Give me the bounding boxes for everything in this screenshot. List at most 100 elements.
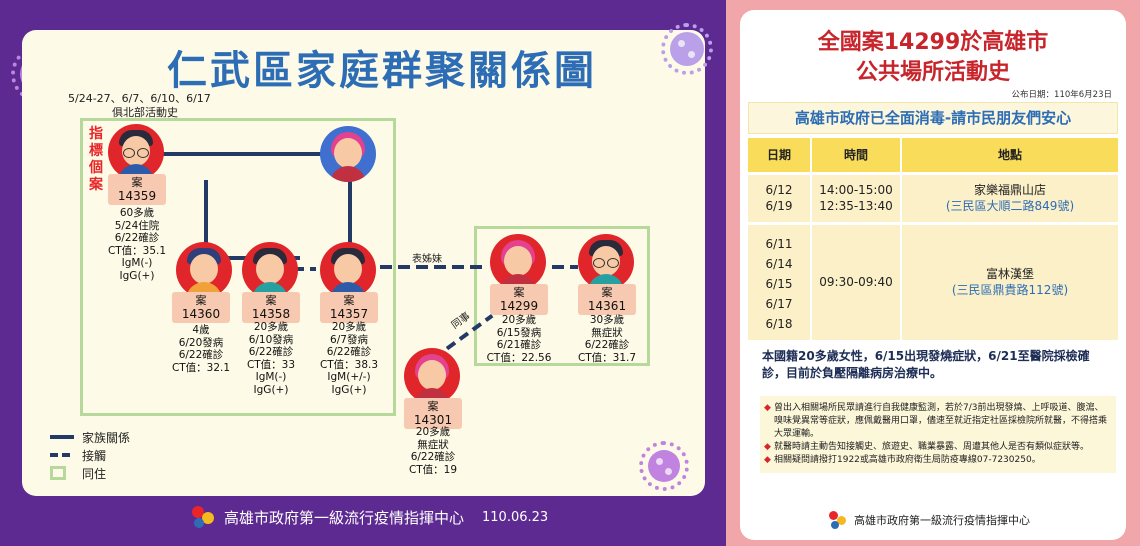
family-line — [204, 180, 208, 260]
family-line — [348, 180, 352, 244]
diamond-icon: ◆ — [764, 442, 771, 452]
left-panel: 仁武區家庭群聚關係圖 5/24-27、6/7、6/10、6/17 俱北部活動史 … — [0, 0, 726, 546]
case-info-line: CT值：19 — [408, 463, 458, 476]
case-info-line: 4歲 — [192, 324, 210, 336]
table-row-1-dates: 6/12 6/19 — [765, 183, 793, 213]
avatar-14360-parent — [320, 126, 376, 182]
publish-date: 公布日期：110年6月23日 — [1011, 90, 1112, 100]
case-info-line: 無症狀 — [417, 438, 449, 451]
case-summary: 本國籍20多歲女性，6/15出現發燒症狀，6/21至醫院採檢確診，目前於負壓隔離… — [762, 349, 1090, 380]
table-row-1-place: 家樂福鼎山店 (三民區大順二路849號) — [945, 183, 1075, 213]
legend: 家族關係 接觸 同住 — [50, 428, 130, 482]
footer-org-right: 高雄市政府第一級流行疫情指揮中心 — [854, 514, 1030, 527]
kaohsiung-logo-icon — [190, 504, 216, 530]
notice-list: ◆曾出入相關場所民眾請進行自我健康監測，若於7/3前出現發燒、上呼吸道、腹瀉、嗅… — [760, 396, 1116, 473]
case-info-line: 6/22確診 — [584, 339, 630, 351]
case-info-line: IgM(-) — [255, 371, 287, 383]
case-info-line: 6/20發病 — [178, 336, 224, 349]
notice-item: ◆曾出入相關場所民眾請進行自我健康監測，若於7/3前出現發燒、上呼吸道、腹瀉、嗅… — [764, 403, 1108, 439]
virus-icon — [661, 23, 713, 75]
case-info-line: 30多歲 — [589, 314, 625, 326]
activity-card: 全國案14299於高雄市 公共場所活動史 公布日期：110年6月23日 高雄市政… — [740, 10, 1126, 540]
avatar-14357 — [320, 242, 376, 298]
diamond-icon: ◆ — [764, 455, 771, 465]
case-info-line: 6/7發病 — [330, 333, 368, 346]
case-info-line: CT值：31.7 — [577, 351, 637, 364]
case-info-line: 60多歲 — [119, 207, 155, 219]
case-info-line: 6/22確診 — [248, 346, 294, 358]
activity-title-line1: 全國案14299於高雄市 — [817, 30, 1049, 55]
case-info-line: 6/22確診 — [326, 346, 372, 358]
table-header-time: 時間 — [812, 138, 900, 172]
footer-org: 高雄市政府第一級流行疫情指揮中心 — [224, 508, 465, 527]
disinfection-banner: 高雄市政府已全面消毒-請市民朋友們安心 — [748, 102, 1118, 134]
case-info-line: CT值：32.1 — [171, 361, 231, 374]
avatar-14301 — [404, 348, 460, 404]
case-info-line: 6/21確診 — [496, 339, 542, 351]
case-info-line: 20多歲 — [501, 314, 537, 326]
relation-cousin-label: 表姊妹 — [412, 254, 442, 265]
avatar-14361 — [578, 234, 634, 290]
case-info-line: 5/24住院 — [114, 219, 160, 232]
cluster-diagram-card: 仁武區家庭群聚關係圖 5/24-27、6/7、6/10、6/17 俱北部活動史 … — [22, 23, 713, 496]
legend-cohabit: 同住 — [50, 464, 130, 482]
case-info-line: 6/22確診 — [114, 232, 160, 244]
table-row-2-times: 09:30-09:40 — [819, 275, 893, 289]
footer-date: 110.06.23 — [482, 509, 549, 525]
relation-colleague-label: 同事 — [449, 310, 473, 332]
case-info-line: 6/22確診 — [178, 349, 224, 361]
kaohsiung-logo-icon — [828, 510, 848, 530]
case-info-line: IgG(+) — [331, 383, 367, 396]
case-info-line: 6/15發病 — [496, 326, 542, 339]
activity-note: 俱北部活動史 — [112, 106, 178, 119]
family-line — [158, 152, 328, 156]
case-info-line: CT值：22.56 — [486, 351, 552, 364]
activity-table: 日期 時間 地點 6/12 6/19 14:00-15:00 12:35-13:… — [748, 138, 1118, 340]
cohabit-box-pair — [474, 226, 650, 366]
case-info-line: IgG(+) — [119, 269, 155, 282]
left-footer: 高雄市政府第一級流行疫情指揮中心 110.06.23 — [190, 502, 610, 532]
notice-item: ◆就醫時請主動告知接觸史、旅遊史、職業暴露、周遭其他人是否有類似症狀等。 — [764, 442, 1090, 452]
right-footer: 高雄市政府第一級流行疫情指揮中心 — [828, 510, 1030, 530]
index-case-label: 指標個案 — [89, 126, 103, 193]
case-info-line: 20多歲 — [415, 426, 451, 438]
notice-item: ◆相關疑問請撥打1922或高雄市政府衛生局防疫專線07-7230250。 — [764, 455, 1041, 465]
case-info-line: CT值：33 — [246, 358, 296, 371]
case-info-line: IgG(+) — [253, 383, 289, 396]
avatar-14360 — [176, 242, 232, 298]
case-info-line: 6/10發病 — [248, 333, 294, 346]
case-info-line: 無症狀 — [591, 326, 623, 339]
contact-line — [552, 265, 578, 269]
activity-dates: 5/24-27、6/7、6/10、6/17 — [68, 92, 211, 105]
diamond-icon: ◆ — [764, 403, 771, 413]
table-row-2-place: 富林漢堡 (三民區鼎貴路112號) — [951, 267, 1069, 297]
legend-contact: 接觸 — [50, 446, 130, 464]
diagram-title: 仁武區家庭群聚關係圖 — [167, 48, 597, 94]
case-info-line: 20多歲 — [331, 321, 367, 333]
case-info-line: IgM(-) — [121, 257, 153, 269]
case-info-line: CT值：35.1 — [107, 244, 167, 257]
contact-line — [292, 267, 316, 271]
table-header-date: 日期 — [748, 138, 810, 172]
legend-family: 家族關係 — [50, 428, 130, 446]
case-info-line: 6/22確診 — [410, 451, 456, 463]
case-info-line: CT值：38.3 — [319, 358, 379, 371]
avatar-14358 — [242, 242, 298, 298]
activity-title-line2: 公共場所活動史 — [855, 60, 1010, 85]
avatar-14299 — [490, 234, 546, 290]
contact-line — [380, 265, 484, 269]
right-panel: 全國案14299於高雄市 公共場所活動史 公布日期：110年6月23日 高雄市政… — [726, 0, 1140, 546]
